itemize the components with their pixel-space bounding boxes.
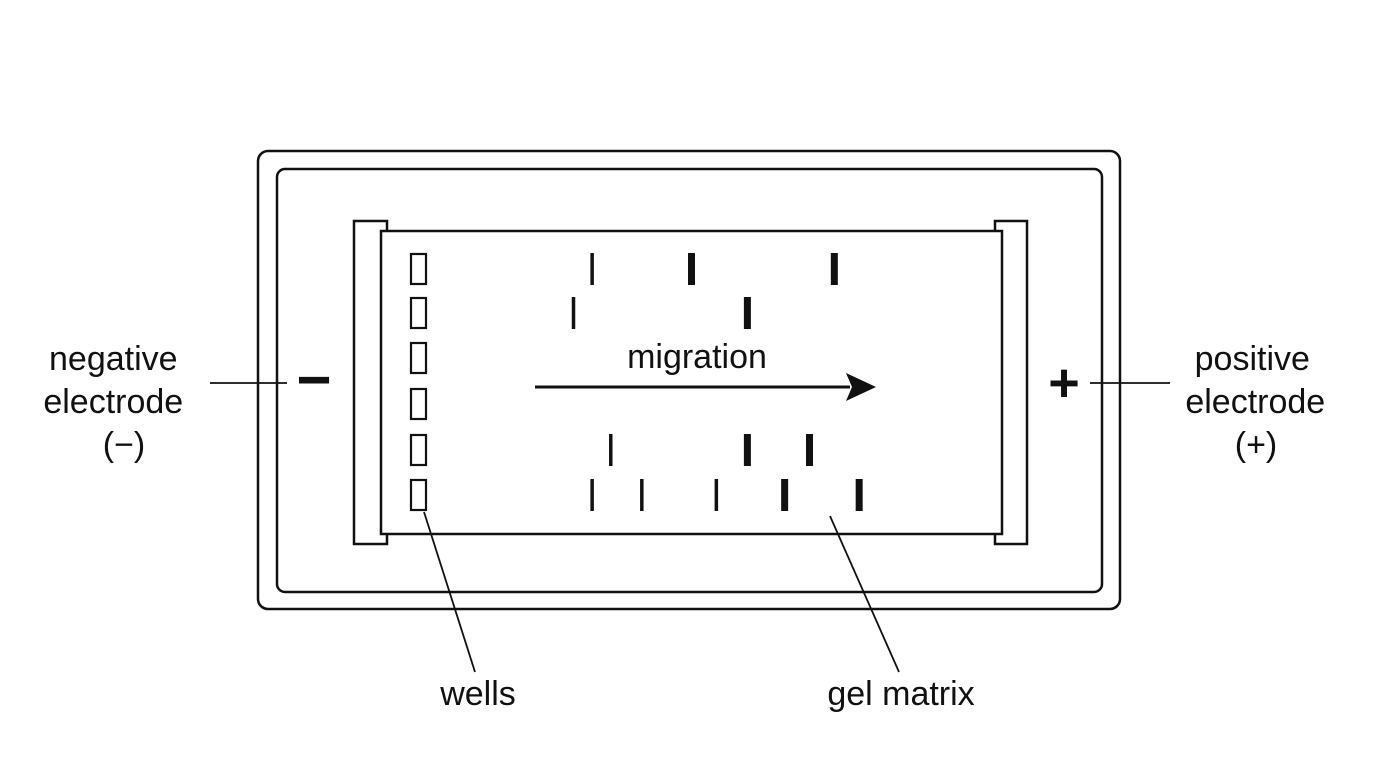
well xyxy=(409,252,428,286)
gel-matrix-leader xyxy=(829,515,900,673)
migration-arrow-head xyxy=(846,373,876,401)
wells-group xyxy=(409,252,428,512)
gel-matrix-label: gel matrix xyxy=(827,675,974,713)
well xyxy=(409,296,428,330)
negative-electrode-line-2: electrode xyxy=(43,383,183,421)
migration-label: migration xyxy=(627,338,767,376)
negative-electrode-line-1: negative xyxy=(49,340,178,378)
inner-tank xyxy=(275,167,1104,594)
negative-electrode-line-3: (−) xyxy=(103,426,146,464)
well xyxy=(409,341,428,375)
positive-symbol: + xyxy=(1048,353,1080,413)
well xyxy=(409,478,428,512)
wells-leader xyxy=(423,511,476,673)
well xyxy=(409,387,428,421)
negative-electrode-label: negative electrode (−) xyxy=(43,340,192,464)
positive-electrode-line-3: (+) xyxy=(1235,426,1278,464)
wells-label: wells xyxy=(439,675,516,713)
outer-tank xyxy=(256,149,1122,611)
positive-electrode-label: positive electrode (+) xyxy=(1185,340,1334,464)
positive-electrode-line-1: positive xyxy=(1195,340,1310,378)
well xyxy=(409,433,428,467)
positive-electrode-line-2: electrode xyxy=(1185,383,1325,421)
negative-symbol: − xyxy=(296,346,331,413)
bands-group xyxy=(571,253,863,511)
